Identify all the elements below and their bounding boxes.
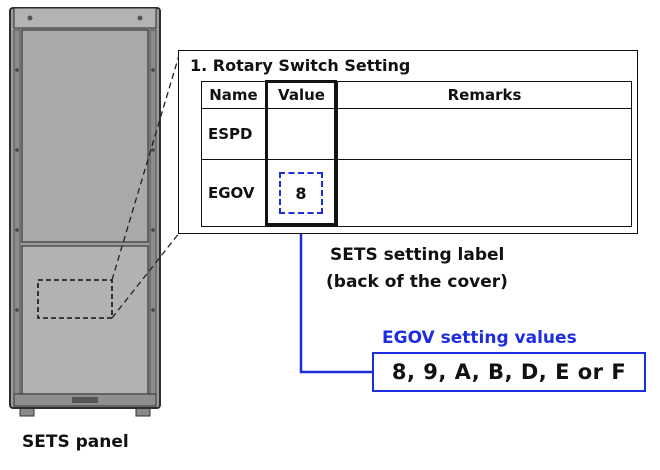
egov-value: 8 xyxy=(295,183,307,203)
row-name-egov: EGOV xyxy=(201,159,266,227)
value-column-highlight xyxy=(265,80,337,226)
egov-value-dashed-box: 8 xyxy=(279,172,323,214)
table-row: EGOV xyxy=(201,159,632,227)
label-title: 1. Rotary Switch Setting xyxy=(190,56,411,75)
row-remarks-espd xyxy=(337,108,632,160)
label-caption-line2: (back of the cover) xyxy=(326,272,508,292)
egov-values-box: 8, 9, A, B, D, E or F xyxy=(372,352,646,392)
column-header-value: Value xyxy=(265,81,338,109)
blue-connector-line xyxy=(299,214,372,374)
row-value-espd xyxy=(265,108,338,160)
egov-values-title: EGOV setting values xyxy=(382,328,577,348)
row-remarks-egov xyxy=(337,159,632,227)
leader-line-bottom xyxy=(111,231,181,319)
egov-values-text: 8, 9, A, B, D, E or F xyxy=(391,360,627,384)
sets-panel-illustration xyxy=(9,7,161,417)
column-header-remarks: Remarks xyxy=(337,81,632,109)
column-header-name: Name xyxy=(201,81,266,109)
panel-caption: SETS panel xyxy=(22,432,129,452)
table-row: ESPD xyxy=(201,108,632,160)
label-caption-line1: SETS setting label xyxy=(330,245,505,265)
row-name-espd: ESPD xyxy=(201,108,266,160)
rotary-switch-table: Name Value Remarks ESPD EGOV xyxy=(201,81,632,227)
